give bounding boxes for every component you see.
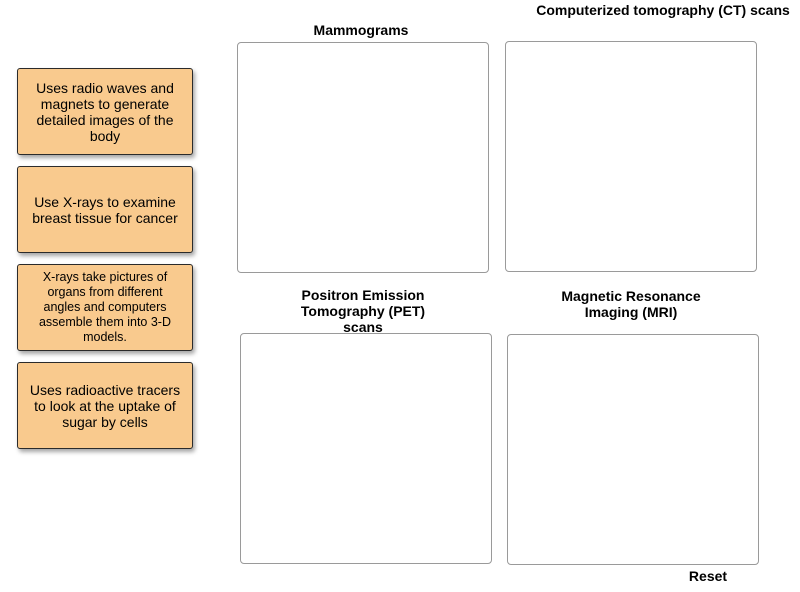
answer-card-text: Uses radioactive tracers to look at the … [29, 381, 181, 430]
answer-card-ct-description[interactable]: X-rays take pictures of organs from diff… [17, 264, 193, 351]
zone-label-pet-scans: Positron Emission Tomography (PET) scans [300, 287, 426, 335]
answer-card-mri-description[interactable]: Uses radio waves and magnets to generate… [17, 68, 193, 155]
drop-zone-ct-scans[interactable] [505, 41, 757, 272]
drop-zone-mammograms[interactable] [237, 42, 489, 273]
answer-card-text: X-rays take pictures of organs from diff… [38, 270, 171, 344]
answer-card-text: Uses radio waves and magnets to generate… [36, 79, 174, 144]
zone-label-mri: Magnetic Resonance Imaging (MRI) [561, 288, 701, 320]
drop-zone-mri[interactable] [507, 334, 759, 565]
drop-zone-pet-scans[interactable] [240, 333, 492, 564]
answer-card-pet-description[interactable]: Uses radioactive tracers to look at the … [17, 362, 193, 449]
answer-card-mammogram-description[interactable]: Use X-rays to examine breast tissue for … [17, 166, 193, 253]
zone-label-mammograms: Mammograms [313, 22, 409, 38]
reset-button[interactable]: Reset [688, 568, 728, 584]
answer-card-text: Use X-rays to examine breast tissue for … [32, 193, 178, 226]
zone-label-ct-scans: Computerized tomography (CT) scans [536, 2, 790, 18]
